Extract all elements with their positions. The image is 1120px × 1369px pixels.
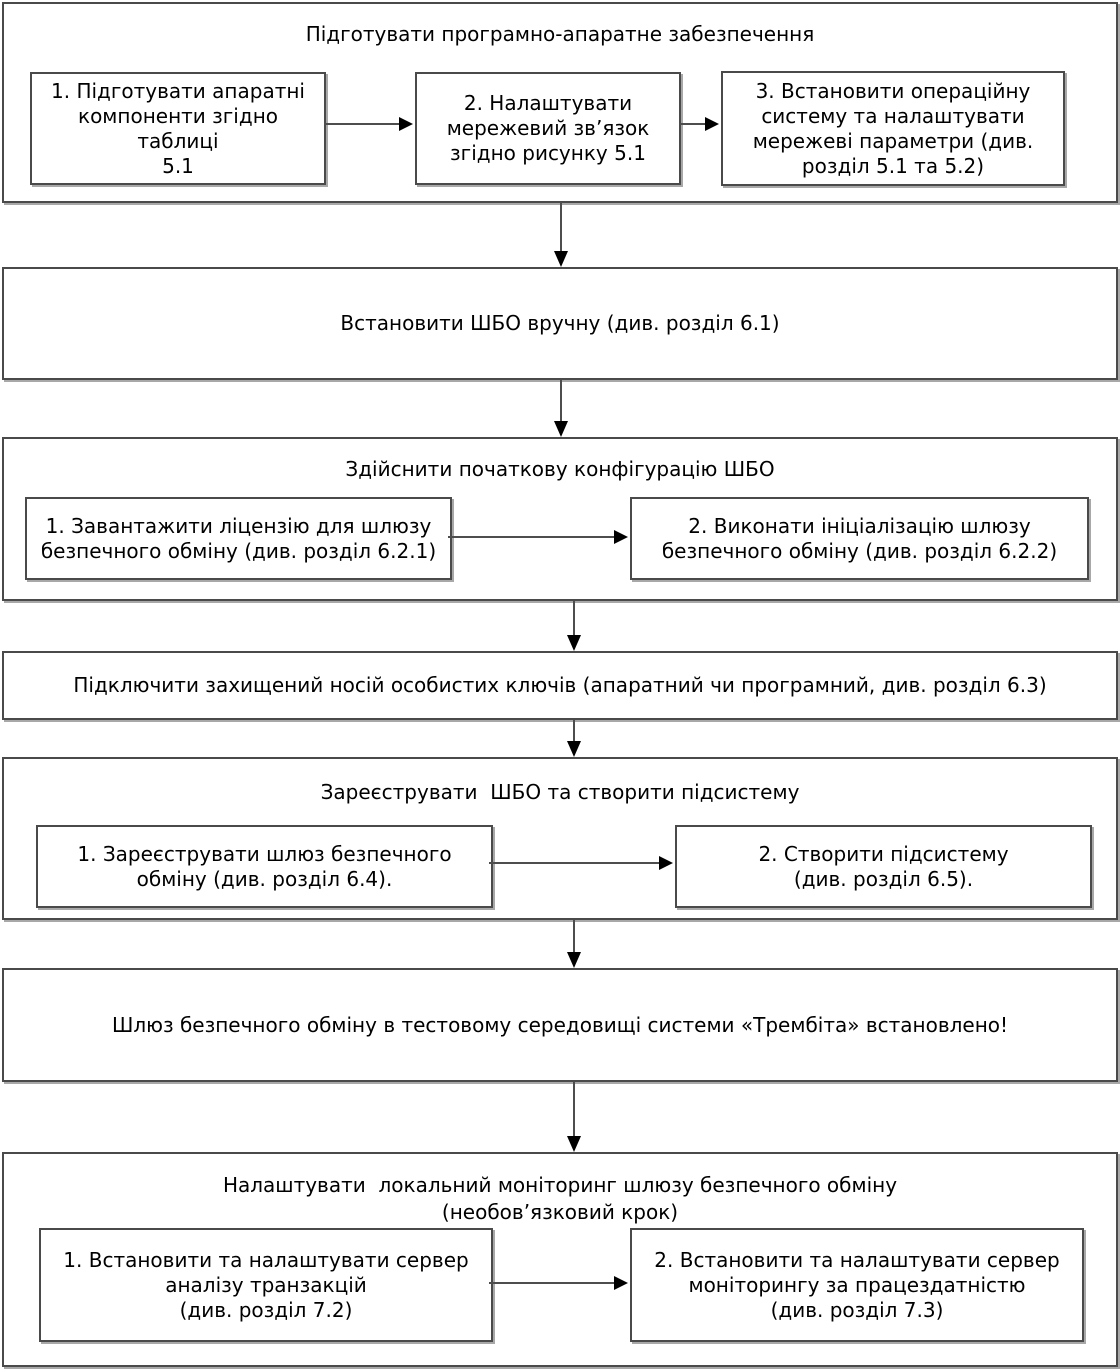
arrow-right-icon xyxy=(679,117,719,131)
step-install-health-monitoring-server: 2. Встановити та налаштувати сервер моні… xyxy=(630,1228,1084,1342)
step-install-transaction-analysis-server: 1. Встановити та налаштувати сервер анал… xyxy=(39,1228,493,1342)
step-register-gateway: 1. Зареєструвати шлюз безпечного обміну … xyxy=(36,825,493,908)
section-text: Встановити ШБО вручну (див. розділ 6.1) xyxy=(340,311,780,335)
step-initialize-gateway: 2. Виконати ініціалізацію шлюзу безпечно… xyxy=(630,497,1089,580)
arrow-down-icon xyxy=(567,1082,581,1152)
arrow-right-icon xyxy=(489,856,673,870)
section-initial-configuration: Здійснити початкову конфігурацію ШБО 1. … xyxy=(2,437,1118,601)
section-text: Шлюз безпечного обміну в тестовому серед… xyxy=(111,1012,1009,1037)
section-install-gateway-manually: Встановити ШБО вручну (див. розділ 6.1) xyxy=(2,267,1118,380)
arrow-down-icon xyxy=(567,601,581,651)
section-connect-key-media: Підключити захищений носій особистих клю… xyxy=(2,651,1118,720)
step-create-subsystem: 2. Створити підсистему (див. розділ 6.5)… xyxy=(675,825,1092,908)
section-register-gateway: Зареєструвати ШБО та створити підсистему… xyxy=(2,757,1118,920)
step-install-operating-system: 3. Встановити операційну систему та нала… xyxy=(721,71,1065,186)
section-title: Налаштувати локальний моніторинг шлюзу б… xyxy=(222,1173,898,1224)
section-prepare-software-hardware: Підготувати програмно-апаратне забезпече… xyxy=(2,2,1118,203)
section-text: Підключити захищений носій особистих клю… xyxy=(73,673,1047,697)
step-prepare-hardware-components: 1. Підготувати апаратні компоненти згідн… xyxy=(30,72,326,185)
section-title: Підготувати програмно-апаратне забезпече… xyxy=(305,22,815,46)
arrow-right-icon xyxy=(489,1276,628,1290)
step-configure-network: 2. Налаштувати мережевий зв’язок згідно … xyxy=(415,72,681,185)
section-local-monitoring: Налаштувати локальний моніторинг шлюзу б… xyxy=(2,1152,1118,1367)
arrow-down-icon xyxy=(567,720,581,757)
arrow-down-icon xyxy=(554,202,568,267)
arrow-right-icon xyxy=(324,117,413,131)
arrow-right-icon xyxy=(448,530,628,544)
section-title: Здійснити початкову конфігурацію ШБО xyxy=(345,457,775,481)
arrow-down-icon xyxy=(567,920,581,968)
arrow-down-icon xyxy=(554,380,568,437)
step-load-license: 1. Завантажити ліцензію для шлюзу безпеч… xyxy=(25,497,452,580)
section-title: Зареєструвати ШБО та створити підсистему xyxy=(320,780,800,804)
section-gateway-installed-note: Шлюз безпечного обміну в тестовому серед… xyxy=(2,968,1118,1082)
